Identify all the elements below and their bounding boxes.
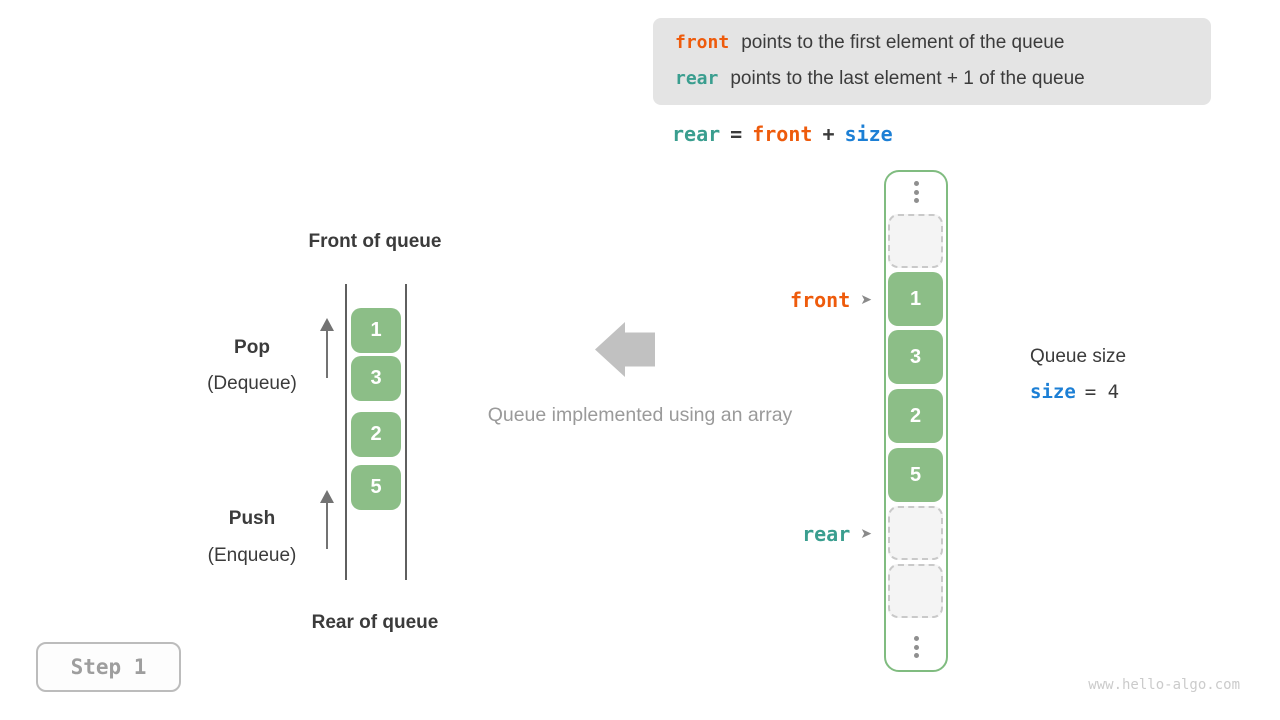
push-up-arrow-icon xyxy=(320,490,334,503)
size-keyword: size xyxy=(1030,381,1076,403)
array-cell-empty xyxy=(888,564,943,618)
queue-cell: 5 xyxy=(351,465,401,510)
formula-size: size xyxy=(844,122,893,146)
size-value: = 4 xyxy=(1084,381,1120,403)
vertical-ellipsis-icon xyxy=(904,181,928,203)
rear-keyword: rear xyxy=(675,68,719,89)
info-line-front: front points to the first element of the … xyxy=(675,25,1211,61)
info-box: front points to the first element of the … xyxy=(653,18,1211,105)
formula-rear: rear xyxy=(672,122,721,146)
pop-up-arrow-icon xyxy=(320,318,334,331)
step-badge: Step 1 xyxy=(36,642,181,692)
queue-cell: 3 xyxy=(351,356,401,401)
formula-plus: + xyxy=(822,122,835,146)
right-arrow-icon: ➤ xyxy=(860,292,872,308)
formula: rear = front + size xyxy=(672,122,893,146)
array-cell-empty xyxy=(888,214,943,268)
array-cell-empty xyxy=(888,506,943,560)
pop-label: Pop xyxy=(234,337,270,358)
queue-size-value: size = 4 xyxy=(1030,381,1119,403)
rear-pointer-label: rear xyxy=(802,522,851,546)
queue-channel-left-line xyxy=(345,284,347,580)
formula-equals: = xyxy=(730,122,743,146)
queue-channel-right-line xyxy=(405,284,407,580)
vertical-ellipsis-icon xyxy=(904,636,928,658)
formula-front: front xyxy=(752,122,813,146)
step-badge-label: Step 1 xyxy=(70,655,147,679)
left-block-arrow-icon xyxy=(595,322,655,377)
push-label: Push xyxy=(228,508,276,529)
array-cell: 2 xyxy=(888,389,943,443)
enqueue-label: (Enqueue) xyxy=(207,545,297,566)
queue-size-title: Queue size xyxy=(1030,346,1127,367)
info-line-rear-text: points to the last element + 1 of the qu… xyxy=(730,68,1085,89)
push-up-arrow-line xyxy=(326,502,328,549)
front-of-queue-label: Front of queue xyxy=(308,231,442,252)
array-cell: 5 xyxy=(888,448,943,502)
dequeue-label: (Dequeue) xyxy=(207,373,297,394)
right-arrow-icon: ➤ xyxy=(860,526,872,542)
watermark: www.hello-algo.com xyxy=(1088,677,1240,693)
info-line-rear: rear points to the last element + 1 of th… xyxy=(675,61,1211,97)
queue-cell: 1 xyxy=(351,308,401,353)
array-cell: 1 xyxy=(888,272,943,326)
info-line-front-text: points to the first element of the queue xyxy=(741,32,1065,53)
caption: Queue implemented using an array xyxy=(487,404,793,426)
front-keyword: front xyxy=(675,32,730,53)
rear-of-queue-label: Rear of queue xyxy=(311,612,439,633)
array-cell: 3 xyxy=(888,330,943,384)
front-pointer: front ➤ xyxy=(700,287,872,313)
queue-cell: 2 xyxy=(351,412,401,457)
front-pointer-label: front xyxy=(790,288,851,312)
pop-up-arrow-line xyxy=(326,330,328,378)
rear-pointer: rear ➤ xyxy=(700,521,872,547)
